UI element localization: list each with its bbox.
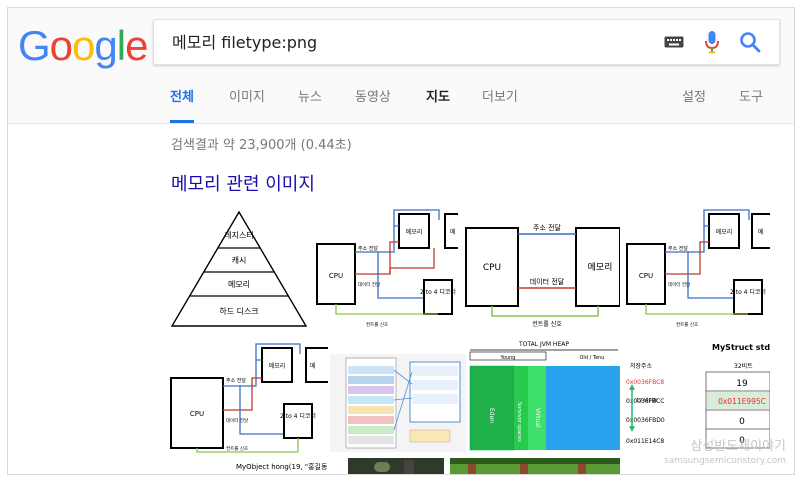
memory-label: 메 (450, 228, 456, 236)
tab-news[interactable]: 뉴스 (298, 90, 322, 105)
search-tabs: 전체 이미지 뉴스 동영상 지도 더보기 설정 도구 (8, 88, 794, 123)
tab-maps[interactable]: 지도 (426, 90, 450, 105)
browser-page: Google 전체 이미지 뉴스 동영상 지도 (7, 7, 795, 475)
logo-letter: G (18, 22, 51, 69)
signal-label: 컨트롤 신호 (532, 320, 562, 328)
struct-addr: 0x011E14C8 (626, 438, 664, 445)
decoder-label: 2 to 4 디코더 (730, 288, 766, 296)
tab-settings[interactable]: 설정 (682, 90, 706, 105)
search-input[interactable] (170, 20, 634, 66)
watermark-url: samsungsemiconstory.com (664, 456, 786, 466)
young-label: Young (500, 355, 516, 361)
logo-letter: o (72, 22, 95, 69)
struct-value: 0x011E995C (718, 397, 766, 406)
signal-label: 컨트롤 신호 (676, 321, 698, 328)
tab-all[interactable]: 전체 (170, 88, 194, 123)
data-label: 데이터 전달 (530, 277, 565, 286)
addr-label: 주소 전달 (226, 377, 246, 384)
image-result-jvm-heap[interactable]: TOTAL JVM HEAP Young Old / Tenu Eden Sur… (468, 338, 620, 452)
logo-letter: l (116, 22, 126, 69)
addr-label: 주소 전달 (533, 223, 562, 232)
decoder-label: 2 to 4 디코더 (280, 412, 316, 420)
struct-addr-header: 저장주소 (630, 362, 653, 370)
struct-value: 0 (739, 436, 745, 446)
addr-label: 주소 전달 (668, 245, 688, 252)
struct-value: 0 (739, 417, 745, 427)
memory-label: 메 (310, 362, 316, 370)
cpu-label: CPU (483, 263, 501, 273)
cpu-label: CPU (639, 272, 653, 280)
tab-tools[interactable]: 도구 (739, 90, 763, 105)
logo-letter: o (49, 22, 73, 69)
tab-images[interactable]: 이미지 (229, 90, 265, 105)
search-icon[interactable] (738, 30, 762, 54)
pyramid-label: 레지스터 (224, 231, 253, 240)
cpu-memory-diagram: CPU 메모리 메 2 to 4 디코더 주소 전달 데이터 전달 컨트롤 신호 (626, 209, 770, 328)
google-header: Google 전체 이미지 뉴스 동영상 지도 (8, 8, 794, 124)
jvm-heap-diagram: TOTAL JVM HEAP Young Old / Tenu Eden Sur… (469, 341, 620, 451)
struct-value: 19 (736, 379, 748, 389)
image-result-cpu-memory[interactable]: CPU 메모리 주소 전달 데이터 전달 컨트롤 신호 (462, 208, 620, 330)
pyramid-diagram: 레지스터 캐시 메모리 하드 디스크 (170, 210, 308, 327)
memory-label: 메모리 (716, 228, 733, 236)
data-label: 데이터 전달 (226, 417, 248, 424)
pyramid-label: 캐시 (232, 256, 247, 265)
search-box (153, 19, 780, 66)
watermark: 삼성반도체이야기 samsungsemiconstory.com (664, 440, 786, 468)
memory-label: 메 (758, 228, 764, 236)
image-result-memory-table[interactable] (330, 354, 466, 452)
memory-label: 메모리 (406, 228, 423, 236)
game-image (450, 458, 620, 474)
result-stats: 검색결과 약 23,900개 (0.44초) (171, 138, 352, 153)
pyramid-label: 메모리 (228, 280, 250, 289)
data-label: 데이터 전달 (358, 281, 380, 288)
microphone-icon[interactable] (704, 30, 720, 54)
struct-size-header: 32비트 (734, 362, 753, 370)
image-result-pyramid[interactable]: 레지스터 캐시 메모리 하드 디스크 (168, 208, 310, 330)
data-label: 데이터 전달 (668, 281, 690, 288)
struct-side-label: 12 바이트 (636, 397, 658, 404)
keyboard-icon[interactable] (664, 36, 684, 48)
struct-addr: 0x0036FBCC (626, 398, 664, 405)
eden-label: Eden (488, 408, 495, 423)
image-result-mystruct[interactable]: MyStruct stda 저장주소 32비트 0x0036FBC8 0x003… (624, 338, 770, 452)
survivor-label: Survivor spaces (516, 402, 522, 442)
signal-label: 컨트롤 신호 (366, 321, 388, 328)
heap-title: TOTAL JVM HEAP (518, 341, 569, 348)
cpu-memory-large: CPU 메모리 주소 전달 데이터 전달 컨트롤 신호 (465, 223, 620, 328)
caption-text: MyObject hong(19, "홍길동") (236, 462, 328, 471)
image-result-game-2[interactable] (450, 458, 620, 474)
cpu-memory-diagram: CPU 메모리 메 2 to 4 디코더 주소 전달 데이터 전달 컨트롤 신호 (316, 209, 458, 328)
image-result-game[interactable] (348, 458, 444, 474)
decoder-label: 2 to 4 디코더 (420, 288, 456, 296)
pyramid-label: 하드 디스크 (219, 306, 258, 316)
game-image (374, 460, 414, 474)
addr-label: 주소 전달 (358, 245, 378, 252)
memory-label: 메모리 (588, 262, 613, 273)
virtual-label: Virtual (534, 408, 541, 428)
mystruct-diagram: MyStruct stda 저장주소 32비트 0x0036FBC8 0x003… (626, 343, 770, 449)
memory-table-diagram (345, 357, 461, 449)
memory-label: 메모리 (269, 362, 286, 370)
struct-title: MyStruct stda (712, 343, 770, 352)
watermark-title: 삼성반도체이야기 (690, 439, 786, 454)
google-logo[interactable]: Google (18, 22, 148, 70)
cpu-memory-diagram: CPU 메모리 메 2 to 4 디코더 주소 전달 데이터 전달 컨트롤 신호… (170, 343, 328, 471)
images-heading[interactable]: 메모리 관련 이미지 (171, 174, 315, 195)
struct-addr: 0x0036FBD0 (626, 417, 665, 424)
struct-addr: 0x0036FBC8 (626, 379, 664, 386)
logo-letter: g (94, 22, 117, 69)
logo-letter: e (125, 22, 148, 69)
tab-more[interactable]: 더보기 (482, 90, 518, 105)
cpu-label: CPU (190, 410, 204, 418)
tab-videos[interactable]: 동영상 (355, 90, 391, 105)
image-result-cpu-diagram-2[interactable]: CPU 메모리 메 2 to 4 디코더 주소 전달 데이터 전달 컨트롤 신호 (624, 208, 770, 330)
old-label: Old / Tenu (580, 355, 605, 361)
cpu-label: CPU (329, 272, 343, 280)
image-result-cpu-diagram[interactable]: CPU 메모리 메 2 to 4 디코더 주소 전달 데이터 전달 컨트롤 신호 (314, 208, 458, 330)
image-result-cpu-diagram-3[interactable]: CPU 메모리 메 2 to 4 디코더 주소 전달 데이터 전달 컨트롤 신호… (168, 338, 328, 474)
signal-label: 컨트롤 신호 (226, 445, 248, 452)
